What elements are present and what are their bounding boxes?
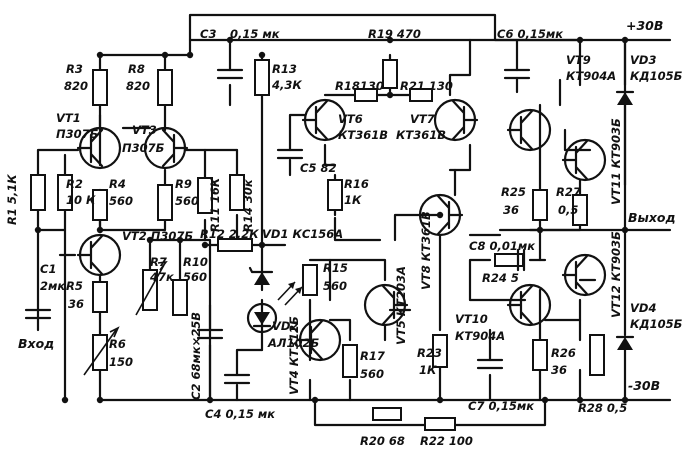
r1-label: R1 5,1К [5,174,19,225]
r19-label: R19 470 [368,27,421,41]
r5-value: 36 [68,297,84,311]
vt11-label: VT11 КТ903Б [609,118,623,205]
r6-label: R6 [109,337,126,351]
r17-value: 560 [360,367,384,381]
labels: +30В -30В Вход Выход R3 820 R8 820 VT1 П… [5,18,683,448]
vd4-label: VD4 [630,301,656,315]
r25-value: 36 [503,203,519,217]
vt12-label: VT12 КТ903Б [609,231,623,318]
transistors [76,98,607,362]
r27-label: R27 [556,185,581,199]
r5-label: R5 [66,279,83,293]
resistors [30,59,605,431]
c5-label: C5 82 [300,161,336,175]
r26-label: R26 [551,346,576,360]
r23-label: R23 [417,346,442,360]
r13-value: 4,3К [271,78,302,92]
vt3-type: П307Б [122,141,165,155]
r8-label: R8 [128,62,145,76]
r15-value: 560 [323,279,347,293]
vt9-label: VT9 [566,53,591,67]
r2-label: R2 [66,177,83,191]
r24-label: R24 5 [482,271,519,285]
r4-value: 560 [109,194,133,208]
vt4-label: VT4 КТ312Б [287,316,301,395]
r8-value: 820 [126,79,150,93]
r9-value: 560 [175,194,199,208]
r9-label: R9 [175,177,192,191]
r3-value: 820 [64,79,88,93]
c1-value: 2мк [40,279,66,293]
vt6-label: VT6 [338,112,363,126]
r23-value: 1К [419,363,437,377]
c8-label: C8 0,01мк [469,239,536,253]
diodes [246,90,635,350]
vd3-label: VD3 [630,53,656,67]
r28-label: R28 0,5 [578,401,627,415]
output-label: Выход [628,210,676,225]
vt8-label: VT8 КТ361В [419,211,433,290]
r14-label: R14 30к [241,178,255,232]
vt9-type: КТ904А [566,69,616,83]
vt3-label: VT3 [132,123,157,137]
r13-label: R13 [272,62,297,76]
vd1-label: VD1 КС156А [262,227,343,241]
input-label: Вход [18,336,54,351]
vt1-label: VT1 [56,111,81,125]
r17-label: R17 [360,349,385,363]
vd2-type: АЛ102Б [267,336,319,350]
r4-label: R4 [109,177,126,191]
vt1-type: П307Б [56,127,99,141]
r18-label: R18130 [335,79,384,93]
c3-label: C3 [200,27,216,41]
vt5-label: VT5 КТ203А [394,266,408,345]
c7-label: C7 0,15мк [468,399,535,413]
vt2-label: VT2 П307Б [122,229,193,243]
r7-label: R7 [150,255,167,269]
r3-label: R3 [66,62,83,76]
vd3-type: КД105Б [630,69,683,83]
vd2-label: VD2 [272,319,298,333]
vt7-type: КТ361В [396,128,446,142]
vd4-type: КД105Б [630,317,683,331]
r25-label: R25 [501,185,526,199]
r12-label: R12 2,2К [200,227,259,241]
r15-label: R15 [323,261,348,275]
rail-pos-label: +30В [626,18,663,33]
r10-label: R10 [183,255,208,269]
vt7-label: VT7 [410,112,435,126]
junctions [34,36,629,404]
r22-label: R22 100 [420,434,473,448]
vt10-label: VT10 [455,312,488,326]
trimmers [83,260,168,376]
r16-label: R16 [344,177,369,191]
r27-value: 0,5 [558,203,578,217]
c4-label: C4 0,15 мк [205,407,276,421]
vt6-type: КТ361В [338,128,388,142]
capacitors [24,38,531,385]
r20-label: R20 68 [360,434,405,448]
r11-label: R11 16К [208,177,222,232]
vt10-type: КТ904А [455,329,505,343]
c6-label: C6 0,15мк [497,27,564,41]
r21-label: R21 130 [400,79,453,93]
c3-value: 0,15 мк [230,27,281,41]
rail-neg-label: -30В [628,378,660,393]
r6-value: 150 [109,355,133,369]
r7-value: 47к [149,270,175,284]
r16-value: 1К [344,193,362,207]
r26-value: 36 [551,363,567,377]
c2-label: C2 68мк×25В [189,312,203,400]
c1-label: C1 [40,262,56,276]
r10-value: 560 [183,270,207,284]
r2-value: 10 К [66,193,96,207]
